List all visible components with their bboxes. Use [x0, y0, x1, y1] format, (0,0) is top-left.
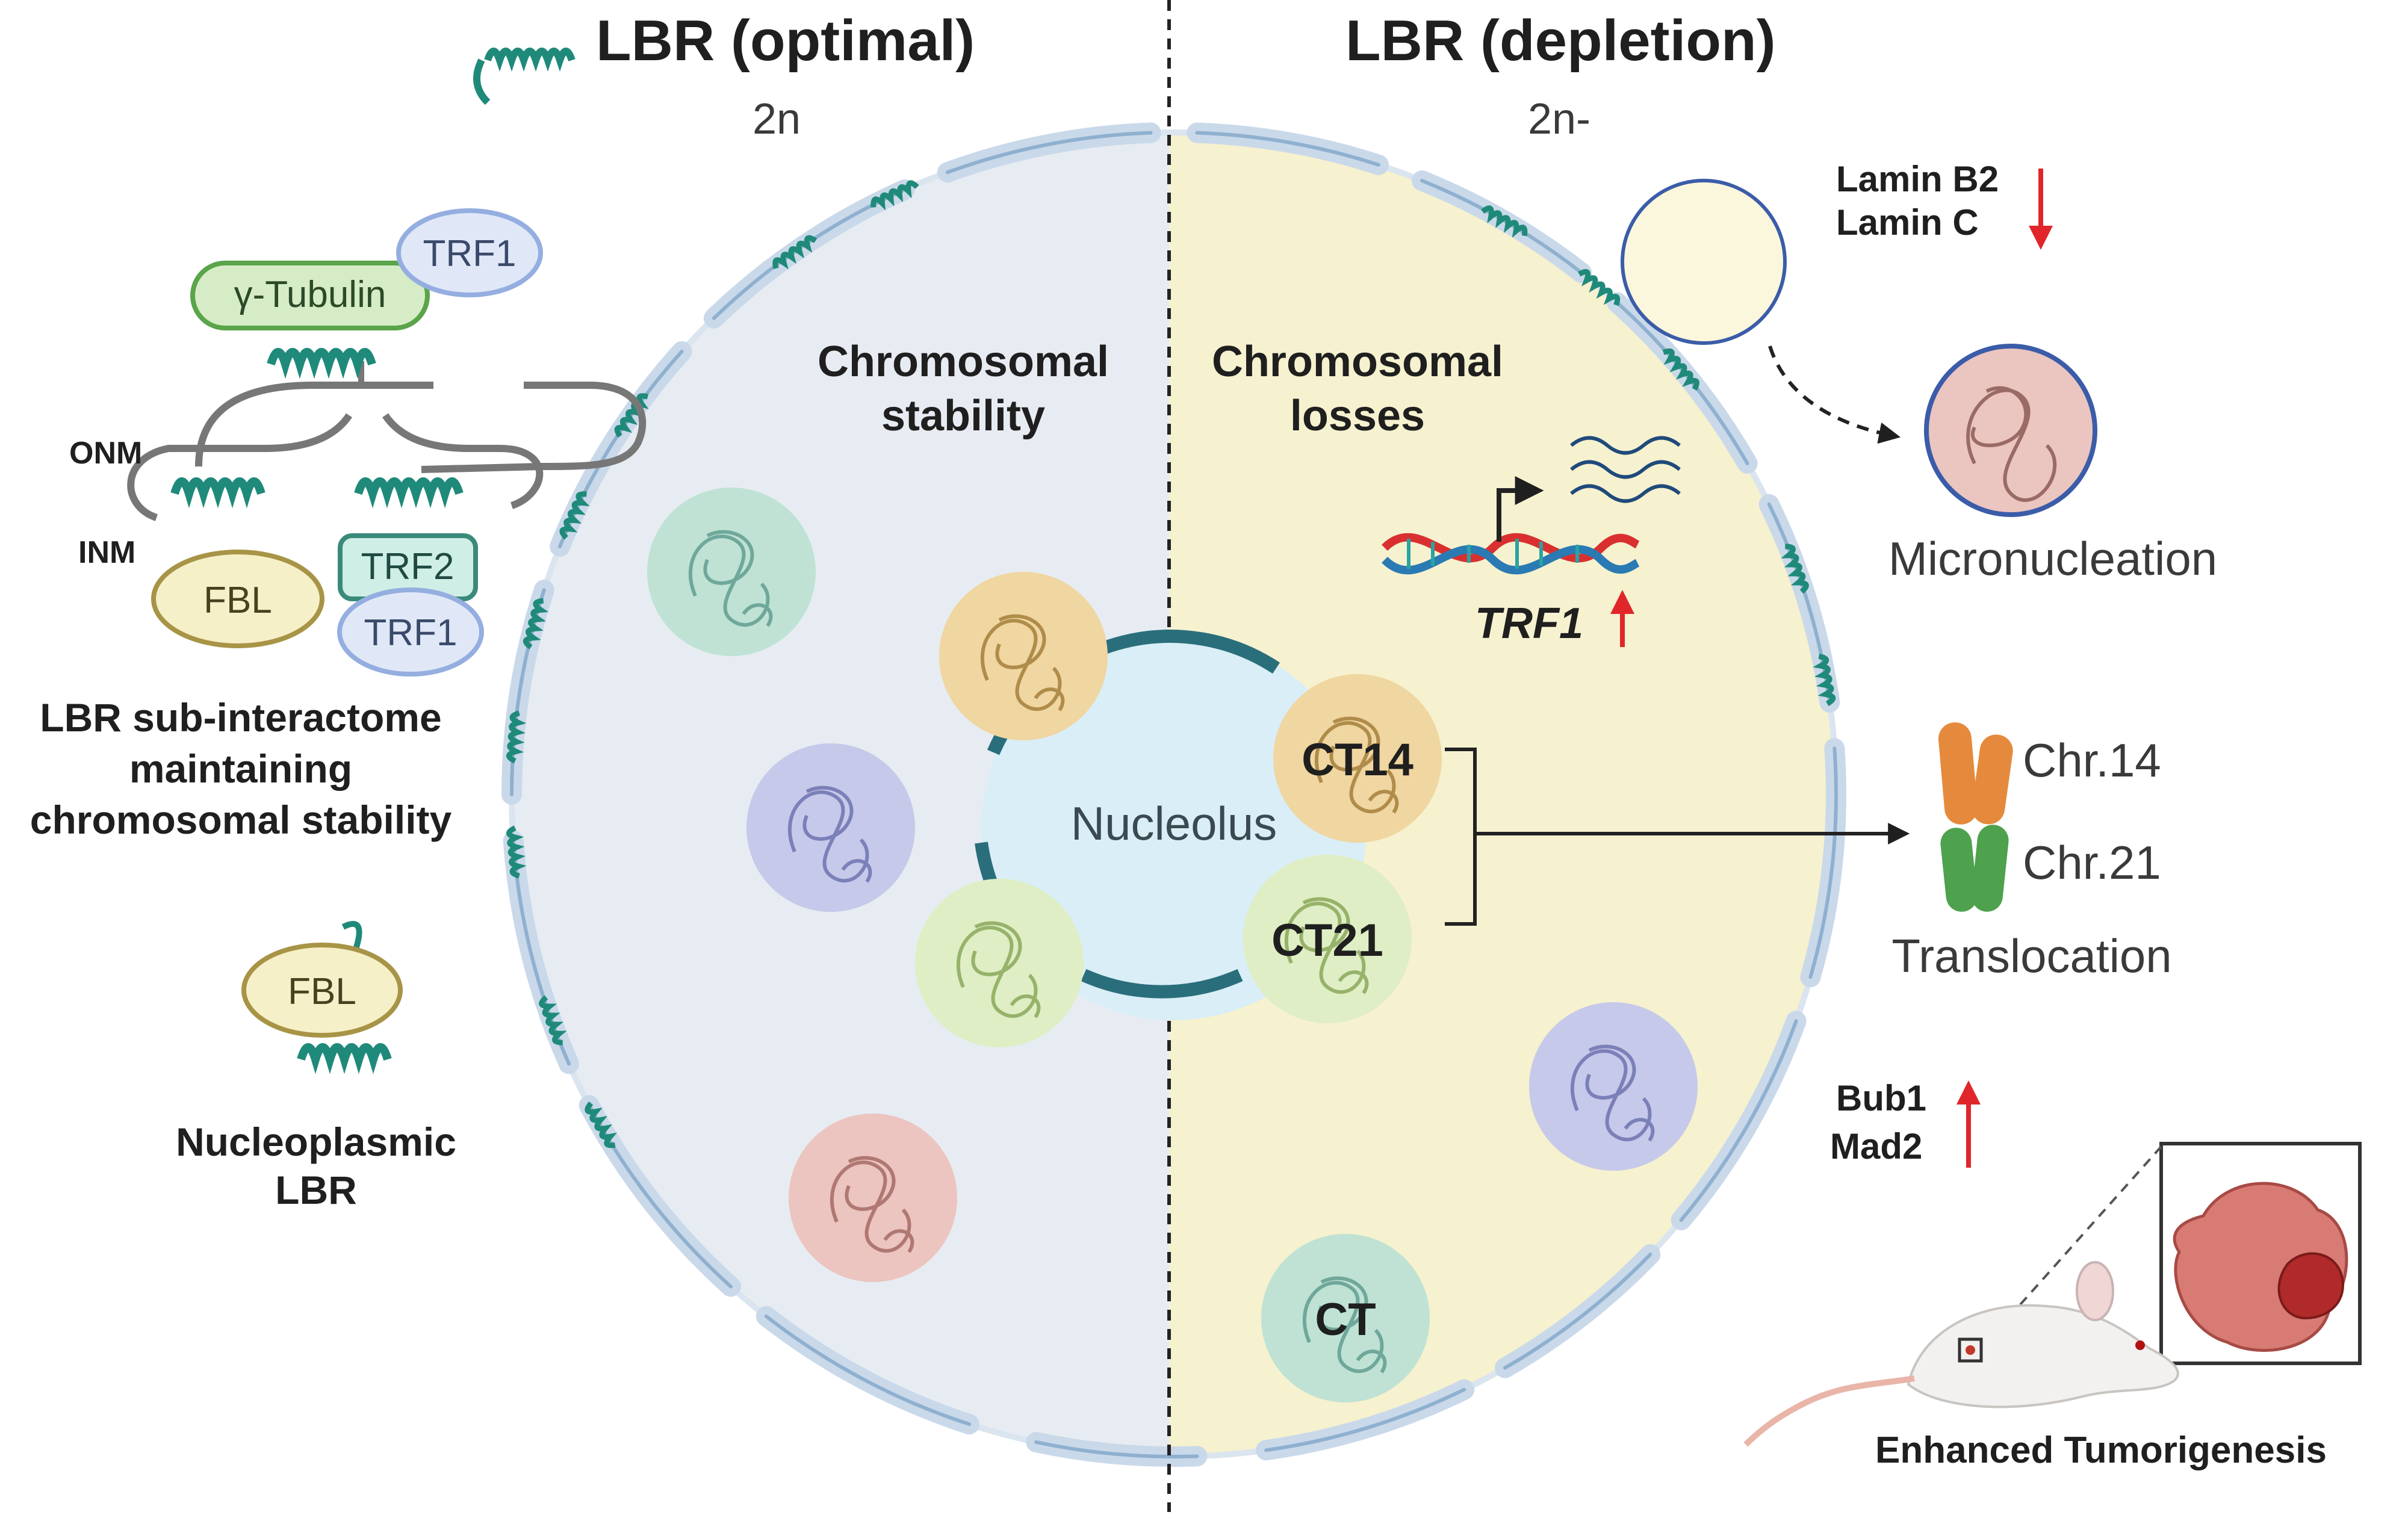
fbl-interactome: FBL [151, 550, 324, 648]
mouse-tumor-illustration [1743, 1142, 2362, 1447]
lbr-envelope-helix [1480, 205, 1528, 238]
right-title: LBR (depletion) 2n- [1345, 8, 1776, 143]
lbr-envelope-helix [559, 491, 590, 540]
chr21-label: Chr.21 [2023, 836, 2161, 889]
right-center-label-2: losses [1290, 392, 1425, 440]
lamin-b2-label: Lamin B2 [1836, 159, 1999, 199]
fbl-nucleoplasmic-label: FBL [288, 971, 356, 1012]
left-center-label-1: Chromosomal [818, 338, 1109, 386]
left-ploidy: 2n [752, 95, 801, 143]
territory-blue-right [1529, 1002, 1698, 1171]
trf1-bottom-label: TRF1 [364, 612, 458, 654]
lbr-envelope-helix [1813, 654, 1836, 707]
trf1-gene: TRF1 [1382, 436, 1681, 648]
envelope-segment-outline [1679, 1019, 1798, 1222]
lbr-protein-icon [473, 48, 576, 105]
gamma-tubulin-label: γ-Tubulin [234, 274, 386, 315]
territory-green [915, 879, 1084, 1047]
micronucleus [1924, 344, 2097, 517]
right-title-text: LBR (depletion) [1345, 8, 1776, 73]
nucleoplasmic-caption-2: LBR [275, 1168, 357, 1212]
lbr-envelope-helix [506, 710, 527, 764]
translocation-label: Translocation [1891, 929, 2171, 982]
lbr-envelope-helix [585, 1101, 618, 1148]
envelope-segment-outline [1808, 746, 1838, 979]
lbr-envelope-helix [1577, 268, 1621, 306]
lbr-envelope-helix [506, 825, 527, 879]
inm-label: INM [78, 535, 135, 570]
envelope-segment-outline [1034, 1440, 1199, 1458]
mad2-label: Mad2 [1830, 1126, 1922, 1166]
lbr-helices-3 [354, 477, 464, 509]
onm-label: ONM [69, 436, 142, 471]
gamma-tubulin: γ-Tubulin [190, 261, 430, 330]
right-center-label-1: Chromosomal [1212, 338, 1503, 386]
lbr-helices-1 [267, 348, 376, 379]
lamin-c-label: Lamin C [1836, 202, 1979, 243]
left-center-label-2: stability [881, 392, 1045, 440]
territory-ct21-label: CT21 [1271, 915, 1383, 966]
envelope-segment-outline [1195, 131, 1380, 167]
territory-ct21: CT21 [1243, 855, 1412, 1023]
envelope-segment-outline [764, 1314, 972, 1427]
trf1-top-label: TRF1 [423, 233, 517, 274]
territory-ct14: CT14 [1273, 674, 1442, 843]
micronucleus-bud [1621, 179, 1901, 444]
translocation-bracket [1445, 748, 1905, 926]
territory-orange [939, 572, 1108, 740]
right-ploidy: 2n- [1528, 95, 1590, 143]
tumorigenesis-label: Enhanced Tumorigenesis [1875, 1430, 2327, 1471]
envelope-segment-outline [945, 131, 1153, 175]
interactome-caption-2: maintaining [129, 746, 352, 791]
interactome-caption-3: chromosomal stability [30, 798, 452, 842]
territory-teal [647, 488, 816, 656]
territory-ct-label: CT [1315, 1294, 1376, 1345]
lbr-envelope-helix [1781, 544, 1809, 594]
lbr-envelope-helix [772, 235, 818, 270]
trf1-bottom: TRF1 [337, 587, 484, 677]
territory-ct: CT [1261, 1234, 1430, 1402]
territory-pink [789, 1114, 957, 1282]
nucleoplasmic-lbr: FBL Nucleoplasmic LBR [176, 921, 456, 1212]
nuclear-envelope [501, 122, 1846, 1467]
envelope-segment-outline [1503, 1253, 1652, 1370]
envelope-segment-outline [1264, 1387, 1466, 1452]
lbr-envelope-helix [1662, 348, 1700, 391]
micronucleation-label: Micronucleation [1888, 532, 2217, 585]
translocated-chromosome [1938, 722, 2013, 912]
nucleolus-label: Nucleolus [1071, 797, 1277, 850]
fbl-interactome-label: FBL [203, 580, 272, 621]
lbr-envelope-helix [539, 995, 567, 1046]
bub1-label: Bub1 [1836, 1078, 1926, 1118]
chr14-label: Chr.14 [2023, 734, 2161, 787]
lbr-helices-4 [297, 1043, 392, 1074]
interactome-caption-1: LBR sub-interactome [40, 695, 441, 740]
lbr-helices-2 [170, 477, 265, 509]
territory-ct14-label: CT14 [1302, 734, 1413, 785]
territory-blue [746, 743, 915, 912]
lbr-envelope-helix [614, 393, 649, 438]
lbr-sub-interactome: γ-Tubulin TRF1 ONM INM FBL TRF2 TRF1 LBR… [30, 208, 647, 842]
left-title-text: LBR (optimal) [596, 8, 975, 73]
left-title: LBR (optimal) 2n [473, 8, 975, 143]
nucleoplasmic-caption-1: Nucleoplasmic [176, 1120, 456, 1164]
trf1-gene-label: TRF1 [1475, 599, 1583, 648]
trf2-label: TRF2 [361, 546, 455, 587]
lbr-envelope-helix [523, 598, 549, 649]
lbr-envelope-helix [870, 180, 919, 211]
envelope-segment-outline [1420, 179, 1584, 275]
trf1-top: TRF1 [396, 208, 543, 297]
